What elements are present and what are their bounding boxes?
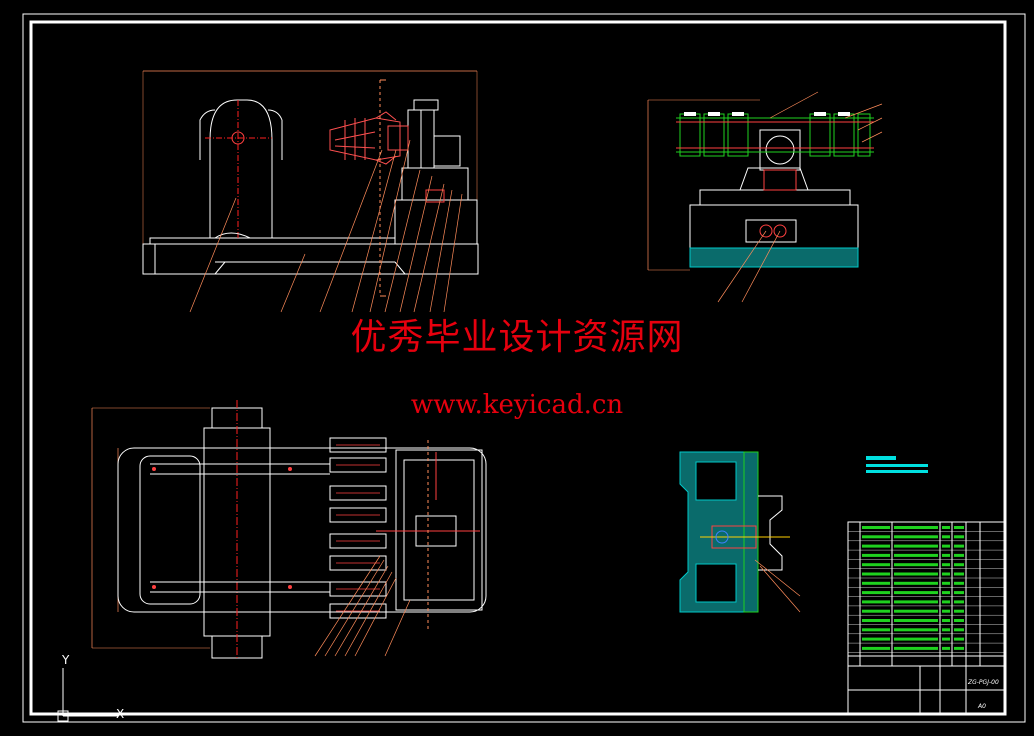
- side-view: [647, 91, 883, 303]
- parts-row-text: [942, 526, 950, 529]
- parts-row-text: [954, 637, 964, 641]
- parts-row-text: [954, 591, 964, 595]
- drawing-number: ZG-PGJ-00: [967, 679, 999, 686]
- parts-row-text: [954, 609, 964, 613]
- parts-row-text: [894, 600, 938, 604]
- parts-row-text: [942, 581, 950, 585]
- parts-row-text: [942, 646, 950, 650]
- parts-row-text: [894, 563, 938, 567]
- parts-row-text: [954, 619, 964, 622]
- parts-row-text: [954, 544, 964, 548]
- parts-row-text: [954, 581, 964, 585]
- parts-row-text: [862, 619, 890, 622]
- parts-row-text: [894, 619, 938, 622]
- parts-row-text: [954, 553, 964, 557]
- parts-row-text: [954, 535, 964, 539]
- outer-border: [22, 13, 1026, 723]
- parts-row-text: [894, 646, 938, 650]
- technical-notes: [866, 456, 928, 473]
- inner-border: [29, 20, 1007, 716]
- ucs-y-label: Y: [61, 653, 70, 667]
- parts-row-text: [862, 553, 890, 557]
- front-view: [142, 70, 479, 313]
- parts-row-text: [942, 609, 950, 613]
- parts-row-text: [942, 572, 950, 576]
- parts-row-text: [862, 535, 890, 539]
- parts-row-text: [942, 628, 950, 632]
- parts-row-text: [862, 646, 890, 650]
- parts-row-text: [894, 544, 938, 548]
- ucs-icon: [57, 668, 118, 722]
- parts-row-text: [942, 591, 950, 595]
- parts-row-text: [942, 563, 950, 567]
- detail-view: [679, 451, 801, 613]
- parts-row-text: [954, 600, 964, 604]
- parts-row-text: [894, 637, 938, 641]
- watermark-title: 优秀毕业设计资源网: [350, 317, 684, 358]
- parts-row-text: [954, 646, 964, 650]
- title-block: [847, 521, 1006, 715]
- parts-row-text: [942, 544, 950, 548]
- parts-row-text: [894, 553, 938, 557]
- sheet-size: A0: [977, 703, 986, 710]
- parts-row-text: [862, 628, 890, 632]
- parts-row-text: [894, 535, 938, 539]
- ucs-x-label: X: [116, 707, 124, 721]
- parts-row-text: [894, 609, 938, 613]
- parts-row-text: [942, 619, 950, 622]
- parts-list: [848, 526, 1005, 653]
- parts-row-text: [862, 544, 890, 548]
- parts-row-text: [862, 609, 890, 613]
- parts-row-text: [862, 526, 890, 529]
- parts-row-text: [862, 591, 890, 595]
- parts-row-text: [942, 600, 950, 604]
- parts-row-text: [894, 591, 938, 595]
- parts-row-text: [862, 637, 890, 641]
- parts-row-text: [954, 572, 964, 576]
- parts-row-text: [862, 600, 890, 604]
- parts-row-text: [894, 572, 938, 576]
- parts-row-text: [894, 526, 938, 529]
- parts-row-text: [954, 563, 964, 567]
- top-view: [91, 400, 487, 660]
- parts-row-text: [894, 581, 938, 585]
- parts-row-text: [954, 526, 964, 529]
- parts-row-text: [862, 581, 890, 585]
- parts-row-text: [862, 563, 890, 567]
- parts-row-text: [862, 572, 890, 576]
- parts-row-text: [954, 628, 964, 632]
- parts-row-text: [894, 628, 938, 632]
- parts-row-text: [942, 637, 950, 641]
- parts-row-text: [942, 535, 950, 539]
- watermark-url: www.keyicad.cn: [410, 390, 624, 420]
- parts-row-text: [942, 553, 950, 557]
